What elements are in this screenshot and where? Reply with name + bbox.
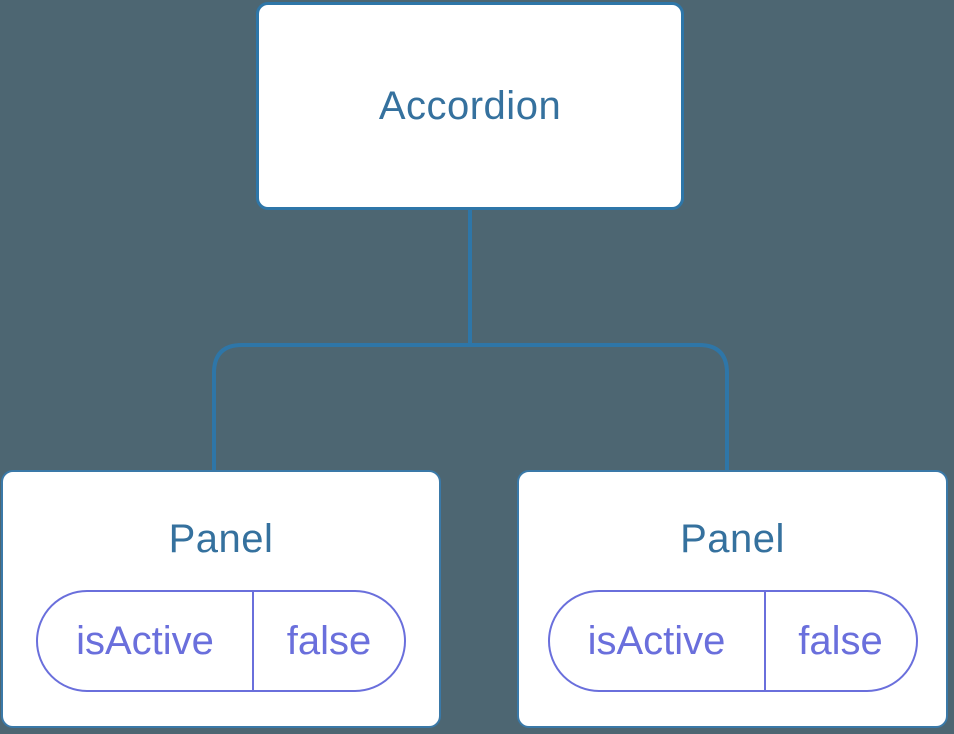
panel-node-label: Panel: [168, 517, 274, 561]
connector-bracket: [212, 343, 729, 472]
state-value-label: false: [286, 618, 372, 663]
panel-node-label: Panel: [680, 517, 785, 561]
accordion-node: Accordion: [256, 2, 684, 210]
state-value-label: false: [798, 618, 883, 663]
accordion-node-label: Accordion: [378, 83, 562, 128]
state-pill: isActive false: [36, 590, 406, 692]
state-key-label: isActive: [38, 592, 254, 690]
state-pill: isActive false: [547, 590, 918, 692]
panel-node-right: Panel isActive false: [517, 470, 948, 728]
state-key-label: isActive: [550, 592, 766, 690]
panel-node-left: Panel isActive false: [1, 470, 441, 728]
